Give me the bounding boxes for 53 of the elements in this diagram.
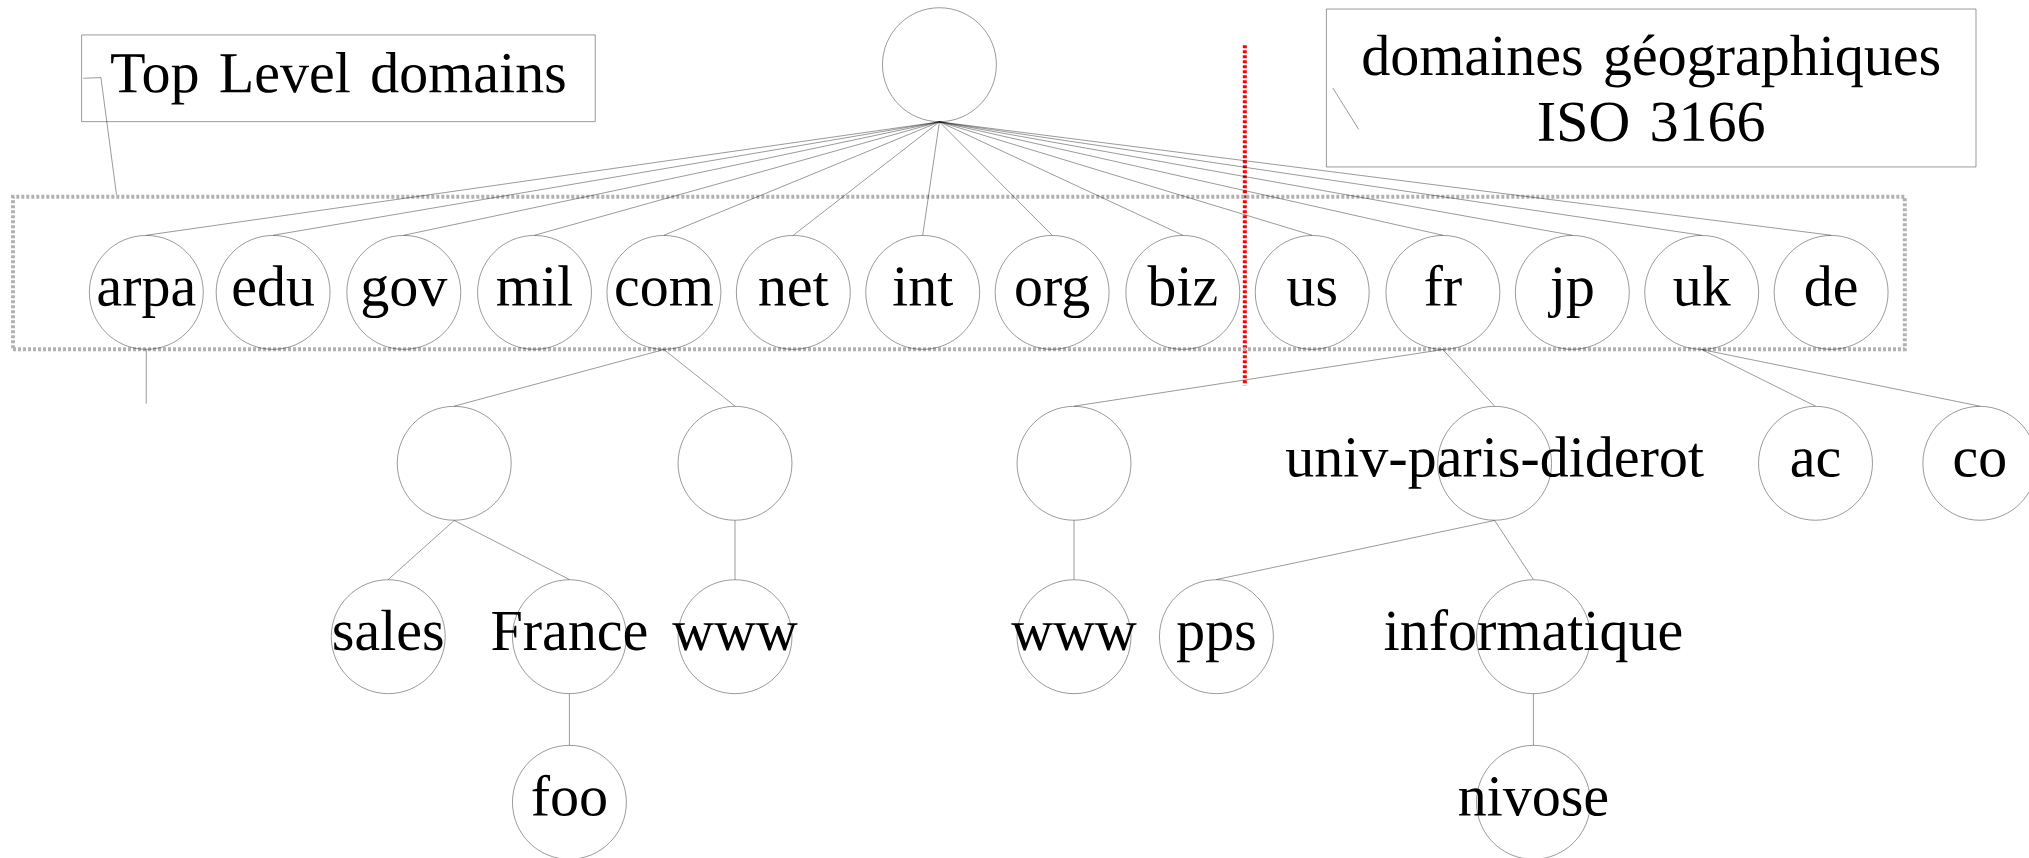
circle-node: pps <box>1159 579 1274 694</box>
connector-line <box>939 121 1053 236</box>
connector-line <box>454 520 570 580</box>
circle-node: uk <box>1644 235 1759 350</box>
connector-line <box>793 121 940 236</box>
circle-node: France <box>492 579 647 694</box>
connector-line <box>1533 693 1534 746</box>
circle-node: univ-paris-diderot <box>1286 406 1704 521</box>
connector-line <box>146 121 940 236</box>
label-box: domaines géographiques ISO 3166 <box>1326 8 1977 168</box>
connector-line <box>569 693 570 746</box>
label-box: Top Level domains <box>81 34 596 122</box>
circle-node: ac <box>1758 406 1873 521</box>
connector-line <box>454 349 665 407</box>
connector-line <box>939 121 1183 236</box>
circle-node: sales <box>331 579 446 694</box>
connector-line <box>922 121 940 236</box>
circle-node: mil <box>477 235 592 350</box>
circle-node: informatique <box>1384 579 1682 694</box>
circle-node: com <box>606 235 722 350</box>
leader-line <box>83 77 117 195</box>
circle-node: nivose <box>1459 745 1608 858</box>
connector-line <box>1073 349 1444 407</box>
connector-line <box>1073 520 1075 580</box>
circle-node: jp <box>1515 235 1630 350</box>
connector-line <box>663 349 736 407</box>
circle-node: int <box>865 235 980 350</box>
circle-node: www <box>1011 579 1137 694</box>
circle-node <box>677 406 793 521</box>
circle-node: net <box>736 235 851 350</box>
connector-line <box>1442 349 1495 407</box>
connector-line <box>1494 520 1534 580</box>
circle-node: org <box>994 235 1110 350</box>
circle-node <box>1016 406 1132 521</box>
connector-line <box>1701 349 1816 407</box>
connector-line <box>388 520 455 580</box>
circle-node: www <box>672 579 798 694</box>
connector-line <box>1701 349 1980 407</box>
circle-node: biz <box>1125 235 1240 350</box>
circle-node: us <box>1255 235 1370 350</box>
circle-node <box>882 7 997 122</box>
circle-node: gov <box>346 235 461 350</box>
leader-line <box>146 349 147 404</box>
connector-line <box>663 121 940 236</box>
dashed-group-box <box>11 194 1907 352</box>
circle-node: fr <box>1385 235 1501 350</box>
circle-node <box>397 406 512 521</box>
circle-node: edu <box>215 235 331 350</box>
circle-node: arpa <box>89 235 204 350</box>
connector-line <box>1216 520 1495 580</box>
circle-node: de <box>1773 235 1889 350</box>
connector-line <box>734 520 736 580</box>
connector-line <box>534 121 940 236</box>
